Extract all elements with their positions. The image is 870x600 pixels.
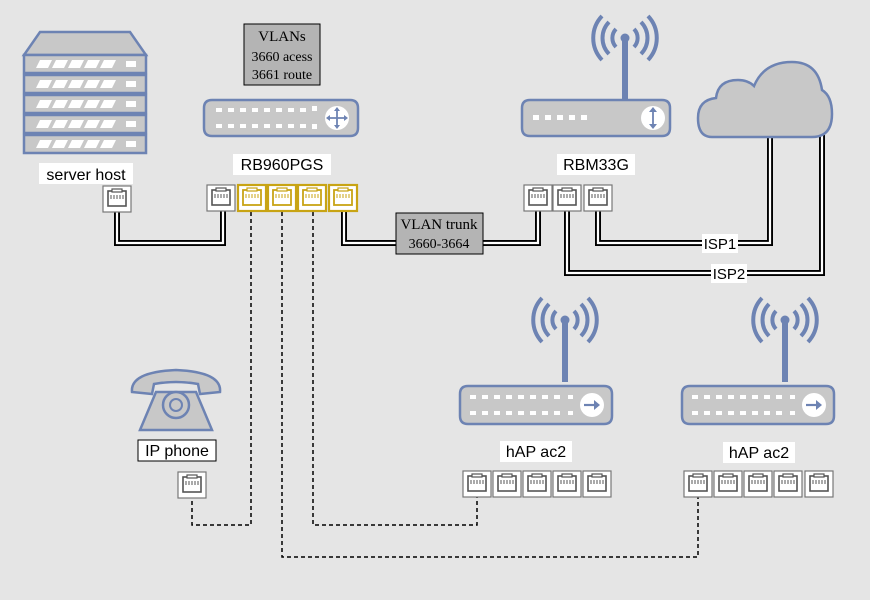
wireless-router-icon (520, 16, 672, 138)
wireless-router-icon (458, 298, 614, 426)
ip-phone-label: IP phone (137, 439, 217, 462)
cable-server-to-rb960 (114, 208, 226, 246)
isp2-label: ISP2 (711, 264, 747, 283)
server-host-label: server host (39, 163, 133, 184)
svg-text:server host: server host (46, 167, 126, 184)
hap1-port-1 (462, 470, 492, 498)
svg-text:RB960PGS: RB960PGS (241, 157, 324, 174)
wireless-router-icon (680, 298, 836, 426)
server-host-port (102, 185, 132, 213)
hap2-port-3 (743, 470, 773, 498)
vlan-trunk-note: VLAN trunk 3660-3664 (395, 212, 484, 255)
hap2-port-4 (773, 470, 803, 498)
cable-isp1 (595, 135, 773, 246)
svg-text:VLAN trunk: VLAN trunk (400, 217, 478, 233)
rb960-port-4 (296, 183, 328, 213)
ip-phone-port (177, 471, 207, 499)
rb960-port-2 (236, 183, 268, 213)
hap2-ports (683, 470, 834, 498)
svg-text:hAP ac2: hAP ac2 (506, 444, 566, 461)
svg-text:ISP1: ISP1 (704, 236, 737, 253)
cable-hap2 (281, 212, 699, 558)
hap2-port-2 (713, 470, 743, 498)
rbm33g-port-2 (552, 184, 582, 212)
rb960-port-1 (206, 184, 236, 212)
cable-phone (191, 212, 252, 526)
hap1-label: hAP ac2 (500, 441, 572, 462)
hap1-port-4 (552, 470, 582, 498)
rbm33g-label: RBM33G (557, 154, 635, 175)
dashed-links (191, 212, 699, 558)
cloud-icon (696, 60, 834, 139)
telephone-icon (130, 368, 222, 432)
svg-text:3660-3664: 3660-3664 (409, 237, 470, 252)
rb960-port-5 (327, 183, 359, 213)
cable-isp2 (564, 135, 825, 276)
cable-hap1 (312, 212, 478, 526)
svg-text:ISP2: ISP2 (713, 266, 746, 283)
svg-text:IP phone: IP phone (145, 443, 209, 460)
svg-text:3661 route: 3661 route (252, 68, 312, 83)
router-icon (202, 98, 360, 138)
svg-text:RBM33G: RBM33G (563, 157, 629, 174)
hap1-port-5 (582, 470, 612, 498)
isp1-label: ISP1 (702, 234, 738, 253)
hap1-port-3 (522, 470, 552, 498)
rb960-label: RB960PGS (233, 154, 331, 175)
hap1-port-2 (492, 470, 522, 498)
rbm33g-port-1 (523, 184, 553, 212)
svg-text:VLANs: VLANs (258, 29, 306, 45)
server-rack-icon (21, 30, 149, 155)
hap2-port-1 (683, 470, 713, 498)
rbm33g-ports (523, 184, 613, 212)
vlans-note: VLANs 3660 acess 3661 route (243, 23, 321, 86)
svg-text:3660 acess: 3660 acess (251, 50, 312, 65)
rbm33g-port-3 (583, 184, 613, 212)
rb960-port-3 (266, 183, 298, 213)
hap2-port-5 (804, 470, 834, 498)
hap1-ports (462, 470, 612, 498)
hap2-label: hAP ac2 (723, 442, 795, 463)
rb960-ports (206, 183, 359, 213)
svg-text:hAP ac2: hAP ac2 (729, 445, 789, 462)
